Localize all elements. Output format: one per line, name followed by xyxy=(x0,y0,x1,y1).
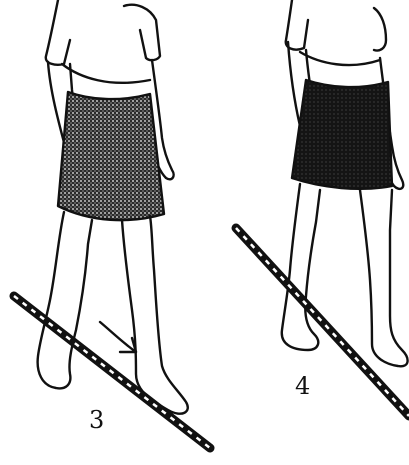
figure-4 xyxy=(282,0,408,366)
figure-3-torso xyxy=(46,0,160,65)
figure-3-floor-line-dashes xyxy=(14,296,210,448)
figure-3-left-leg xyxy=(38,212,92,388)
figure-4-right-leg xyxy=(360,190,408,366)
figure-4-left-leg xyxy=(282,184,320,350)
figure-3-skirt-outline xyxy=(58,92,164,220)
figure-3-shirt-hem xyxy=(62,64,150,83)
figure-3 xyxy=(38,0,188,414)
figure-4-shirt-hem xyxy=(300,52,380,65)
figure-4-label: 4 xyxy=(295,374,310,398)
figure-4-skirt-outline xyxy=(292,80,392,189)
figure-4-torso xyxy=(286,0,386,51)
figure-3-arrow xyxy=(100,322,136,352)
figure-3-label: 3 xyxy=(89,408,104,432)
